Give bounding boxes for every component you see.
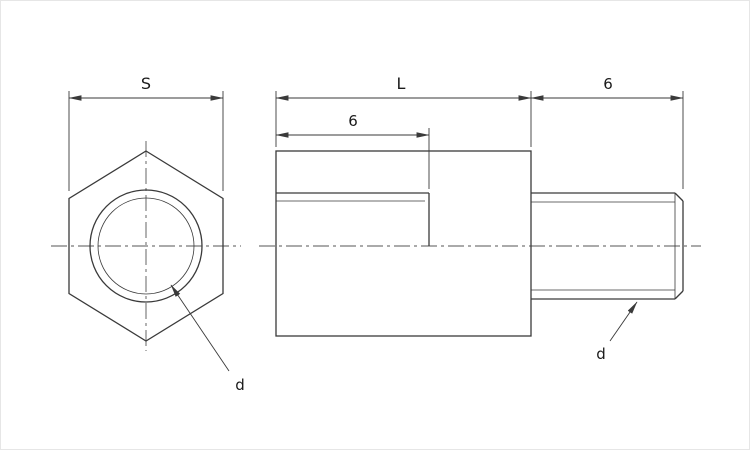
dimension-thread-depth: 6: [275, 112, 430, 189]
stud-chamfer-bottom: [674, 290, 684, 300]
leader-front-thread-diameter: d: [170, 284, 245, 394]
stud-chamfer-top: [674, 192, 684, 202]
leader-line: [170, 284, 230, 372]
leader-stud-thread-diameter: d: [596, 301, 638, 363]
leader-line: [609, 301, 638, 342]
hex-outline: [68, 150, 224, 342]
label-stud-thread-diameter: d: [596, 345, 606, 363]
body-outline: [275, 150, 532, 337]
dim-label-l: L: [397, 74, 406, 93]
dimension-stud-length: 6: [530, 75, 684, 189]
dim-label-s: S: [141, 74, 151, 93]
thread-major-circle: [89, 189, 203, 303]
thread-minor-circle: [97, 197, 195, 295]
centerlines: [51, 141, 701, 351]
male-thread-stud: [531, 192, 684, 300]
dim-label-stud-length: 6: [603, 75, 613, 93]
dimension-overall-length: L: [275, 74, 532, 147]
dimension-across-flats: S: [68, 74, 224, 191]
label-front-thread-diameter: d: [235, 376, 245, 394]
side-view: [275, 150, 684, 337]
dim-label-thread-depth: 6: [348, 112, 358, 130]
hex-front-view: [68, 150, 224, 342]
